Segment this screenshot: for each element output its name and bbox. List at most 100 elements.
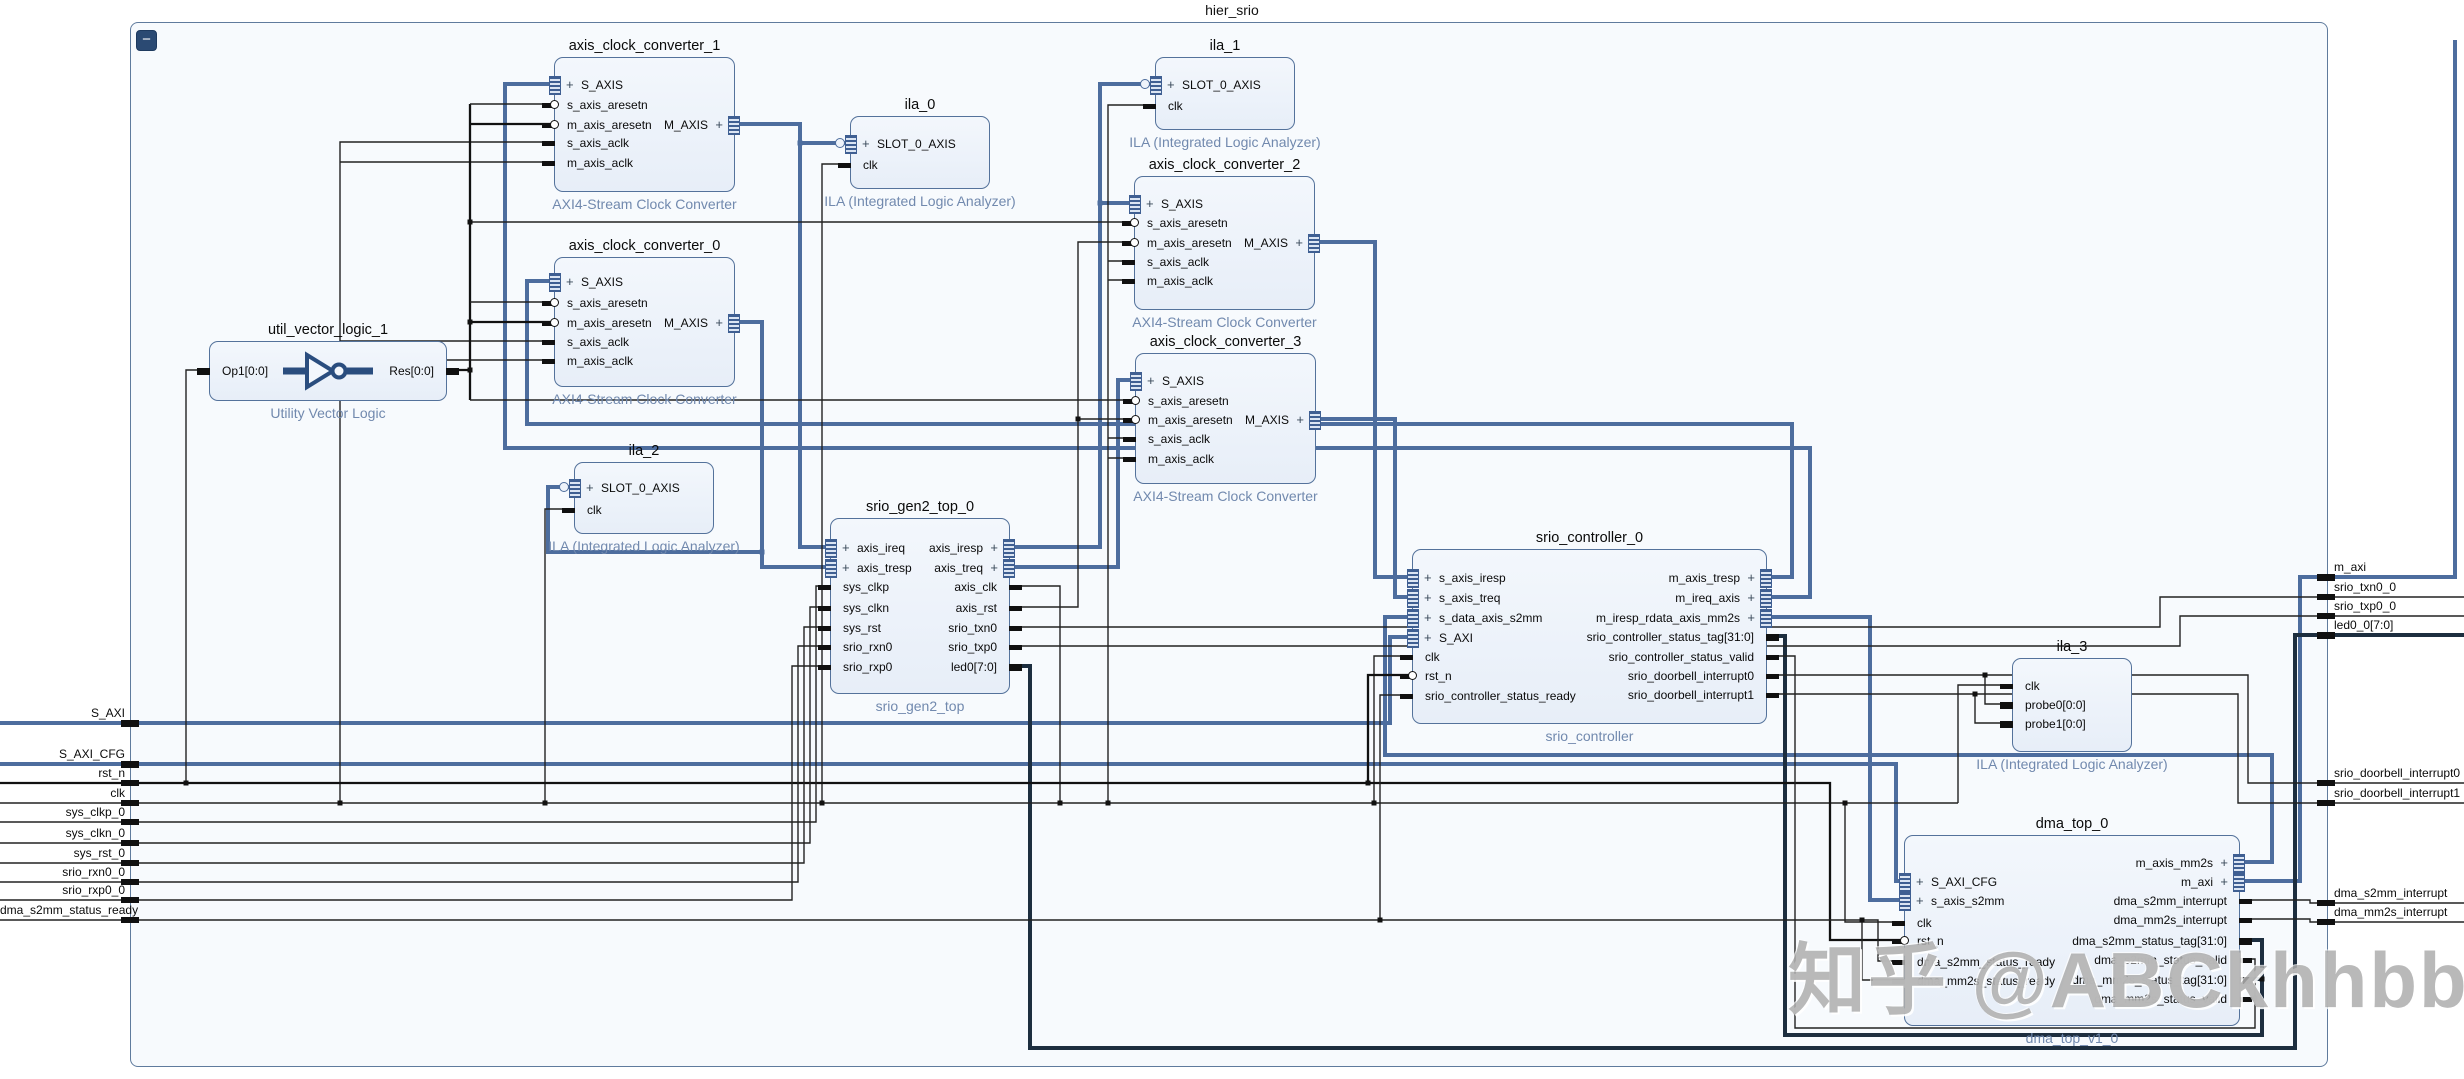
- port-SLOT_0_AXIS[interactable]: SLOT_0_AXIS: [877, 137, 956, 151]
- port-s_axis_treq[interactable]: s_axis_treq: [1439, 591, 1501, 605]
- net-dma-mm2s-ctrl[interactable]: [1383, 615, 2274, 864]
- net-clk-conv1-s[interactable]: [339, 141, 554, 803]
- port-dma_s2mm_status_tag310[interactable]: dma_s2mm_status_tag[31:0]: [2072, 934, 2227, 948]
- port-clk[interactable]: clk: [863, 158, 878, 172]
- port-s_axis_s2mm[interactable]: s_axis_s2mm: [1931, 894, 2005, 908]
- port-S_AXIS[interactable]: S_AXIS: [1162, 374, 1205, 388]
- net-probe1[interactable]: [1974, 694, 2012, 724]
- port-axis_treq[interactable]: axis_treq: [934, 561, 983, 575]
- port-s_axis_aclk[interactable]: s_axis_aclk: [567, 335, 630, 349]
- boundary-port-sys_clkn_0[interactable]: sys_clkn_0: [65, 826, 125, 840]
- boundary-port-stub[interactable]: [121, 879, 139, 885]
- port-led070[interactable]: led0[7:0]: [950, 660, 997, 674]
- port-rst_n[interactable]: rst_n: [1917, 934, 1944, 948]
- boundary-port-led0_070[interactable]: led0_0[7:0]: [2334, 618, 2394, 632]
- port-probe000[interactable]: probe0[0:0]: [2025, 698, 2086, 712]
- port-axis_rst[interactable]: axis_rst: [955, 601, 997, 615]
- port-clk[interactable]: clk: [2025, 679, 2040, 693]
- boundary-port-srio_txp0_0[interactable]: srio_txp0_0: [2334, 599, 2397, 613]
- boundary-port-sys_rst_0[interactable]: sys_rst_0: [73, 846, 125, 860]
- net-clk-ila0[interactable]: [821, 163, 850, 803]
- port-clk[interactable]: clk: [587, 503, 602, 517]
- port-srio_rxp0[interactable]: srio_rxp0: [843, 660, 893, 674]
- port-M_AXIS[interactable]: M_AXIS: [1243, 236, 1288, 250]
- port-s_axis_aclk[interactable]: s_axis_aclk: [567, 136, 630, 150]
- port-m_axis_aclk[interactable]: m_axis_aclk: [1147, 274, 1214, 288]
- port-dma_s2mm_status_ready[interactable]: dma_s2mm_status_ready: [1917, 955, 2056, 969]
- net-rst-n[interactable]: [0, 781, 1904, 942]
- port-sys_clkp[interactable]: sys_clkp: [843, 580, 890, 594]
- boundary-port-srio_rxp0_0[interactable]: srio_rxp0_0: [62, 883, 125, 897]
- port-S_AXIS[interactable]: S_AXIS: [581, 78, 624, 92]
- port-rst_n[interactable]: rst_n: [1425, 669, 1452, 683]
- boundary-port-clk[interactable]: clk: [110, 786, 125, 800]
- boundary-port-dma_mm2s_interrupt[interactable]: dma_mm2s_interrupt: [2334, 905, 2448, 919]
- port-SLOT_0_AXIS[interactable]: SLOT_0_AXIS: [601, 481, 680, 495]
- port-sys_rst[interactable]: sys_rst: [843, 621, 882, 635]
- port-m_ireq_axis[interactable]: m_ireq_axis: [1675, 591, 1740, 605]
- port-S_AXIS[interactable]: S_AXIS: [581, 275, 624, 289]
- port-m_axis_aclk[interactable]: m_axis_aclk: [567, 354, 634, 368]
- port-m_axis_aclk[interactable]: m_axis_aclk: [567, 156, 634, 170]
- collapse-button[interactable]: −: [136, 30, 157, 51]
- port-m_axis_tresp[interactable]: m_axis_tresp: [1668, 571, 1740, 585]
- port-S_AXI_CFG[interactable]: S_AXI_CFG: [1931, 875, 1998, 889]
- port-srio_doorbell_interrupt0[interactable]: srio_doorbell_interrupt0: [1627, 669, 1754, 683]
- port-dma_mm2s_status_valid[interactable]: dma_mm2s_status_valid: [2094, 992, 2227, 1006]
- net-conv1-maxis-ila0[interactable]: [733, 122, 850, 145]
- port-srio_txn0[interactable]: srio_txn0: [948, 621, 997, 635]
- port-s_axis_aresetn[interactable]: s_axis_aresetn: [567, 296, 648, 310]
- net-s2mm-int[interactable]: [2238, 899, 2464, 904]
- port-dma_mm2s_status_ready[interactable]: dma_mm2s_status_ready: [1917, 974, 2056, 988]
- net-doorbell1[interactable]: [1765, 693, 2464, 804]
- boundary-port-stub[interactable]: [121, 760, 139, 768]
- boundary-port-stub[interactable]: [2317, 631, 2335, 639]
- boundary-port-rst_n[interactable]: rst_n: [98, 766, 125, 780]
- port-sys_clkn[interactable]: sys_clkn: [843, 601, 890, 615]
- net-s2mm-ready[interactable]: [0, 919, 1904, 962]
- net-treq-conv3[interactable]: [1008, 378, 1135, 569]
- port-s_axis_aresetn[interactable]: s_axis_aresetn: [1147, 216, 1228, 230]
- net-doorbell0[interactable]: [1765, 674, 2464, 784]
- boundary-port-m_axi[interactable]: m_axi: [2334, 560, 2367, 574]
- port-axis_ireq[interactable]: axis_ireq: [857, 541, 906, 555]
- port-clk[interactable]: clk: [1425, 650, 1440, 664]
- boundary-port-srio_doorbell_interrupt1[interactable]: srio_doorbell_interrupt1: [2334, 786, 2461, 800]
- net-sys-rst[interactable]: [0, 626, 830, 864]
- net-conv1-maxis-ireq[interactable]: [798, 143, 830, 549]
- boundary-port-stub[interactable]: [2317, 573, 2335, 581]
- boundary-port-S_AXI_CFG[interactable]: S_AXI_CFG: [58, 747, 125, 761]
- port-probe100[interactable]: probe1[0:0]: [2025, 717, 2086, 731]
- boundary-port-dma_s2mm_interrupt[interactable]: dma_s2mm_interrupt: [2334, 886, 2448, 900]
- boundary-port-stub[interactable]: [2317, 594, 2335, 600]
- port-m_axi[interactable]: m_axi: [2180, 875, 2213, 889]
- net-status-tag[interactable]: [1765, 634, 2264, 1037]
- port-m_axis_aresetn[interactable]: m_axis_aresetn: [1147, 236, 1232, 250]
- boundary-port-stub[interactable]: [121, 917, 139, 923]
- port-M_AXIS[interactable]: M_AXIS: [663, 316, 708, 330]
- boundary-port-srio_doorbell_interrupt0[interactable]: srio_doorbell_interrupt0: [2334, 766, 2461, 780]
- port-s_axis_aresetn[interactable]: s_axis_aresetn: [1148, 394, 1229, 408]
- boundary-port-stub[interactable]: [2317, 900, 2335, 906]
- port-dma_mm2s_status_tag310[interactable]: dma_mm2s_status_tag[31:0]: [2072, 973, 2227, 987]
- net-iresp-up[interactable]: [1008, 82, 1155, 549]
- port-m_axis_aresetn[interactable]: m_axis_aresetn: [567, 316, 652, 330]
- net-m-axi[interactable]: [2238, 40, 2457, 883]
- net-srio-rxn0[interactable]: [0, 645, 830, 883]
- port-m_axis_aresetn[interactable]: m_axis_aresetn: [567, 118, 652, 132]
- net-clk-ila1[interactable]: [1107, 104, 1155, 803]
- net-axisrst-c2m[interactable]: [1008, 241, 1134, 608]
- net-s-axi[interactable]: [0, 635, 1412, 725]
- port-srio_controller_status_ready[interactable]: srio_controller_status_ready: [1425, 689, 1576, 703]
- port-dma_mm2s_interrupt[interactable]: dma_mm2s_interrupt: [2113, 913, 2227, 927]
- boundary-port-stub[interactable]: [121, 780, 139, 786]
